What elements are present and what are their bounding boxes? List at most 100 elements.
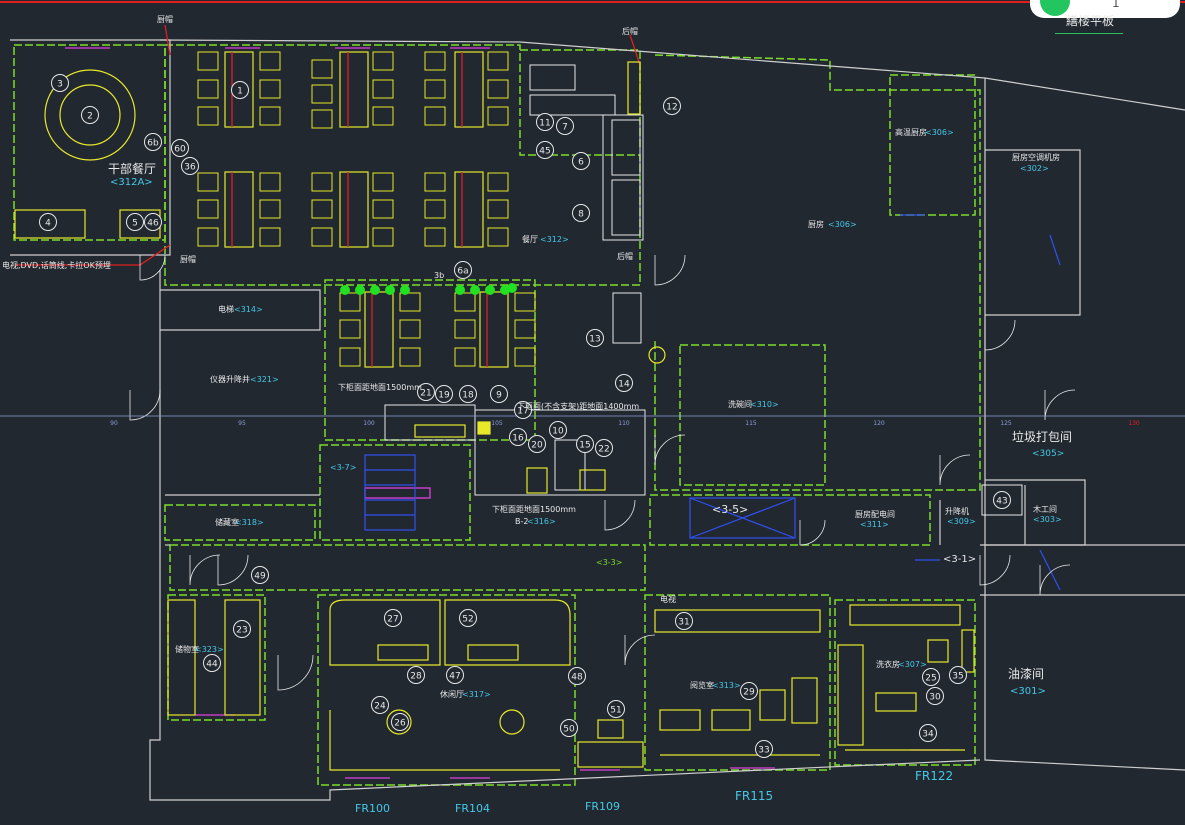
room-name-lifter: 升降机 <box>945 506 969 516</box>
callout-number: 2 <box>87 112 93 122</box>
outer-boundaries <box>13 44 981 786</box>
room-name-laundry: 洗衣房 <box>876 659 900 669</box>
room-name-store-323: 储物室 <box>175 644 199 654</box>
building-walls <box>10 39 1185 801</box>
axis-label: 110 <box>618 420 630 427</box>
callout-number: 27 <box>387 615 398 625</box>
callout-bubble: 1 <box>231 81 249 99</box>
room-name-carpentry: 木工间 <box>1033 504 1057 514</box>
fr-label-109: FR109 <box>585 800 620 813</box>
callout-bubble: 8 <box>572 204 590 222</box>
callout-number: 6b <box>147 139 159 149</box>
callout-bubble: 50 <box>560 719 578 737</box>
callout-number: 28 <box>410 672 422 682</box>
note-counter-1500b: 下柜面距地面1500mm <box>492 504 576 514</box>
room-name-dining: 餐厅 <box>522 235 538 244</box>
callout-number: 22 <box>598 445 609 455</box>
callout-number: 44 <box>206 660 218 670</box>
callout-bubble: 29 <box>740 682 758 700</box>
callout-number: 6a <box>457 267 468 277</box>
callout-number: 23 <box>236 626 247 636</box>
note-counter-1400: 下柜面(不含支架)距地面1400mm <box>517 401 639 411</box>
callout-number: 18 <box>462 391 474 401</box>
red-accent-lines <box>15 24 641 367</box>
callout-number: 13 <box>589 335 600 345</box>
room-code-dishwash: <310> <box>750 400 779 409</box>
callout-bubble: 13 <box>586 329 604 347</box>
callout-number: 30 <box>929 693 941 703</box>
room-name-lift-shaft: 仪器升降井 <box>210 374 250 384</box>
room-code-laundry: <307> <box>898 660 927 669</box>
room-name-elevator: 电梯 <box>218 304 234 314</box>
room-code-cadre-dining: <312A> <box>110 177 153 188</box>
callout-bubble: 6a <box>454 261 472 279</box>
overlay-title: 繕楼平板 <box>1066 14 1115 28</box>
kitchen-equipment <box>384 64 646 496</box>
fr-label-115: FR115 <box>735 789 773 803</box>
callout-number: 17 <box>517 407 528 417</box>
callout-bubble: 25 <box>922 668 940 686</box>
axis-label: 115 <box>745 420 757 427</box>
dining-chairs <box>197 51 536 367</box>
callout-bubble: 36 <box>181 157 199 175</box>
callout-bubble: 5 <box>126 213 144 231</box>
note-hou-mao-2: 后帽 <box>617 251 633 261</box>
callout-bubble: 51 <box>607 700 625 718</box>
callout-bubble: 7 <box>556 117 574 135</box>
callout-number: 21 <box>420 389 431 399</box>
callout-number: 35 <box>952 672 963 682</box>
callout-bubble: 22 <box>595 439 613 457</box>
room-name-storage: 储藏室 <box>215 517 239 527</box>
callout-bubble: 10 <box>549 421 567 439</box>
callout-bubble: 24 <box>371 696 389 714</box>
callout-number: 15 <box>579 441 590 451</box>
room-name-b2: B-2 <box>515 517 528 526</box>
callout-bubble: 3 <box>51 74 69 92</box>
room-name-kitchen-ac: 厨房空调机房 <box>1012 152 1060 162</box>
callout-bubble: 2 <box>81 106 99 124</box>
fr-labels: FR100 FR104 FR109 FR115 FR122 <box>355 769 953 815</box>
callout-number: 52 <box>462 615 473 625</box>
callout-bubble: 4 <box>39 213 57 231</box>
room-code-storage: <318> <box>235 518 264 527</box>
note-dian-shi: 电视 <box>660 594 676 604</box>
callout-number: 49 <box>254 572 266 582</box>
callout-number: 46 <box>147 219 159 229</box>
callout-bubble: 33 <box>755 740 773 758</box>
room-code-kitchen-power: <311> <box>860 520 889 529</box>
fr-label-104: FR104 <box>455 802 490 815</box>
room-code-paint: <301> <box>1010 686 1046 697</box>
overlay-count: 1 <box>1112 0 1120 10</box>
room-code-store-323: <323> <box>195 645 224 654</box>
callout-number: 1 <box>237 87 243 97</box>
callout-number: 31 <box>678 618 689 628</box>
room-name-hot-kitchen: 高温厨房 <box>895 127 927 137</box>
magenta-marks <box>65 47 950 779</box>
callout-number: 29 <box>743 688 755 698</box>
callout-bubble: 23 <box>233 620 251 638</box>
callout-number: 26 <box>394 719 406 729</box>
callout-number: 14 <box>618 380 630 390</box>
callout-number: 60 <box>174 145 186 155</box>
callout-number: 50 <box>563 725 575 735</box>
callout-number: 8 <box>578 210 584 220</box>
room-name-paint: 油漆间 <box>1008 667 1044 681</box>
axis-label: 105 <box>491 420 503 427</box>
room-code-reading: <313> <box>712 681 741 690</box>
axis-label: 125 <box>1000 420 1012 427</box>
callout-number: 36 <box>184 163 196 173</box>
callout-number: 6 <box>578 158 584 168</box>
overlay-status-dot-icon <box>1040 0 1070 16</box>
callout-number: 12 <box>666 103 677 113</box>
callout-number: 16 <box>512 434 524 444</box>
room-code-dining: <312> <box>540 235 569 244</box>
green-markers <box>340 283 517 295</box>
note-tag-3b: 3b <box>434 271 444 280</box>
callout-number: 24 <box>374 702 386 712</box>
callout-bubble: 12 <box>663 97 681 115</box>
room-name-cadre-dining: 干部餐厅 <box>108 161 156 176</box>
room-code-b2: <316> <box>527 517 556 526</box>
callout-bubble: 18 <box>459 385 477 403</box>
